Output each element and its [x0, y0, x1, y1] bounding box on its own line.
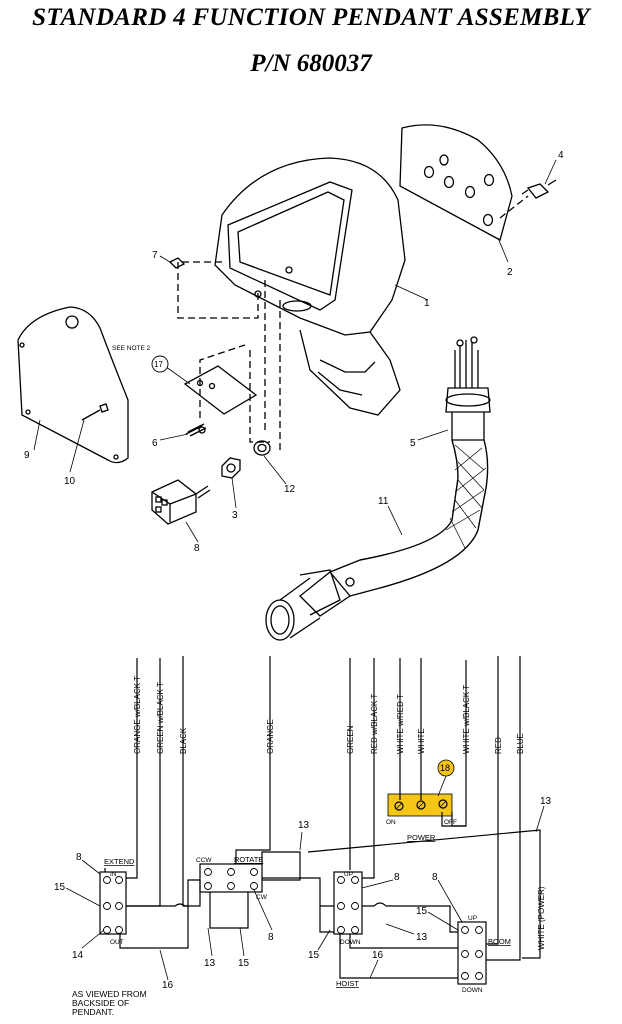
wiring-callout-8b: 8 [268, 932, 274, 943]
wire-label-white-black: WHITE w/BLACK T [462, 685, 471, 754]
callout-8: 8 [194, 543, 200, 554]
wire-label-red: RED [494, 737, 503, 754]
extend-in-label: IN [110, 871, 117, 878]
wiring-callout-16b: 16 [372, 950, 384, 961]
exploded-view [17, 124, 557, 641]
callout-17: 17 [154, 360, 163, 369]
view-note: AS VIEWED FROM BACKSIDE OF PENDANT. [72, 989, 147, 1017]
screw-4 [521, 179, 557, 199]
wire-label-black: BLACK [179, 727, 188, 754]
callout-9: 9 [24, 450, 30, 461]
callout-5: 5 [410, 438, 416, 449]
wiring-callout-16a: 16 [162, 980, 174, 991]
wiring-callout-13b: 13 [298, 820, 310, 831]
part-number: P/N 680037 [250, 50, 372, 77]
switch-terminals [103, 868, 483, 980]
wire-label-red-black: RED w/BLACK T [370, 694, 379, 754]
power-label: POWER [407, 833, 436, 842]
wire-labels: ORANGE w/BLACK T GREEN w/BLACK T BLACK O… [133, 676, 546, 950]
hoist-down-label: DOWN [340, 939, 361, 946]
power-on-label: ON [386, 819, 396, 826]
wire-label-white: WHITE [417, 728, 426, 754]
hoist-label: HOIST [336, 979, 359, 988]
callout-2: 2 [507, 267, 513, 278]
extend-out-label: OUT [110, 939, 124, 946]
boom-down-label: DOWN [462, 987, 483, 994]
callout-12: 12 [284, 484, 296, 495]
callout-1: 1 [424, 298, 430, 309]
rotate-ccw-label: CCW [196, 857, 212, 864]
rotate-cw-label: CW [256, 894, 268, 901]
callout-7: 7 [152, 250, 158, 261]
wiring-callout-13a: 13 [204, 958, 216, 969]
extend-label: EXTEND [104, 857, 135, 866]
shim-plate [183, 365, 258, 415]
wire-label-orange-black: ORANGE w/BLACK T [133, 676, 142, 754]
wiring-callout-15a: 15 [54, 882, 66, 893]
wire-label-green: GREEN [346, 725, 355, 754]
boom-up-label: UP [468, 915, 477, 922]
toggle-switch [151, 479, 197, 525]
power-off-label: OFF [444, 819, 457, 826]
see-note-label: SEE NOTE 2 [112, 345, 151, 352]
callout-11: 11 [378, 496, 389, 507]
callout-3: 3 [232, 510, 238, 521]
housing [214, 157, 406, 336]
callout-10: 10 [64, 476, 76, 487]
wiring-callout-13c: 13 [416, 932, 428, 943]
wire-label-white-red: WHITE w/RED T [396, 694, 405, 754]
wire-label-orange: ORANGE [266, 719, 275, 754]
wiring-callout-15d: 15 [416, 906, 428, 917]
wire-label-green-black: GREEN w/BLACK T [156, 682, 165, 754]
callout-4: 4 [558, 150, 564, 161]
wire-label-blue: BLUE [516, 733, 525, 754]
boom-label: BOOM [488, 937, 511, 946]
wiring-callout-14: 14 [72, 950, 84, 961]
hoist-up-label: UP [344, 871, 353, 878]
wiring-callout-15b: 15 [238, 958, 250, 969]
page-title: STANDARD 4 FUNCTION PENDANT ASSEMBLY [32, 4, 590, 31]
wiring-callout-18: 18 [440, 763, 450, 773]
wiring-callout-15c: 15 [308, 950, 320, 961]
callout-6: 6 [152, 438, 158, 449]
wiring-diagram [99, 656, 541, 985]
back-plate [17, 306, 129, 464]
wire-label-white-power: WHITE (POWER) [537, 886, 546, 950]
wiring-callout-8a: 8 [76, 852, 82, 863]
cover-plate [399, 124, 513, 241]
wiring-callout-8c: 8 [394, 872, 400, 883]
wiring-callout-8d: 8 [432, 872, 438, 883]
wiring-callout-13d: 13 [540, 796, 552, 807]
cable [329, 439, 459, 573]
rotate-label: ROTATE [234, 855, 263, 864]
